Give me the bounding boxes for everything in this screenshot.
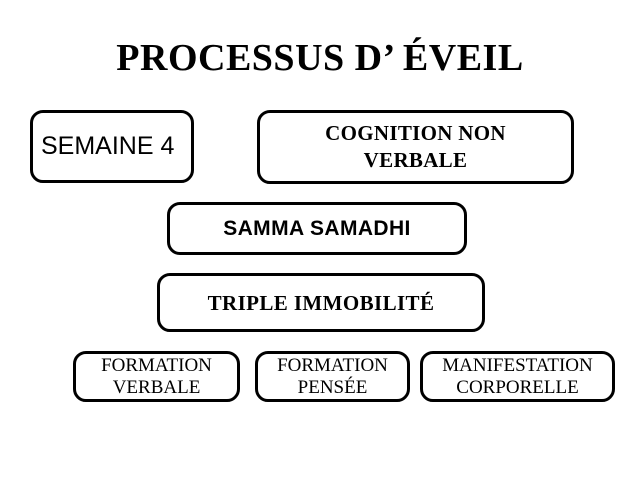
node-samma-samadhi[interactable]: SAMMA SAMADHI [167,202,467,255]
node-label: SAMMA SAMADHI [223,217,411,240]
node-label: FORMATION VERBALE [101,354,212,398]
node-manifestation-corporelle[interactable]: MANIFESTATION CORPORELLE [420,351,615,402]
node-label: MANIFESTATION CORPORELLE [442,354,593,398]
node-label: SEMAINE 4 [41,132,175,160]
node-formation-verbale[interactable]: FORMATION VERBALE [73,351,240,402]
node-label: TRIPLE IMMOBILITÉ [207,290,435,315]
page-title: PROCESSUS D’ ÉVEIL [116,37,524,79]
node-cognition-non-verbale[interactable]: COGNITION NON VERBALE [257,110,574,184]
node-formation-pensee[interactable]: FORMATION PENSÉE [255,351,410,402]
node-label: FORMATION PENSÉE [277,354,388,398]
node-label: COGNITION NON VERBALE [325,121,506,172]
node-triple-immobilite[interactable]: TRIPLE IMMOBILITÉ [157,273,485,332]
node-semaine-4[interactable]: SEMAINE 4 [30,110,194,183]
